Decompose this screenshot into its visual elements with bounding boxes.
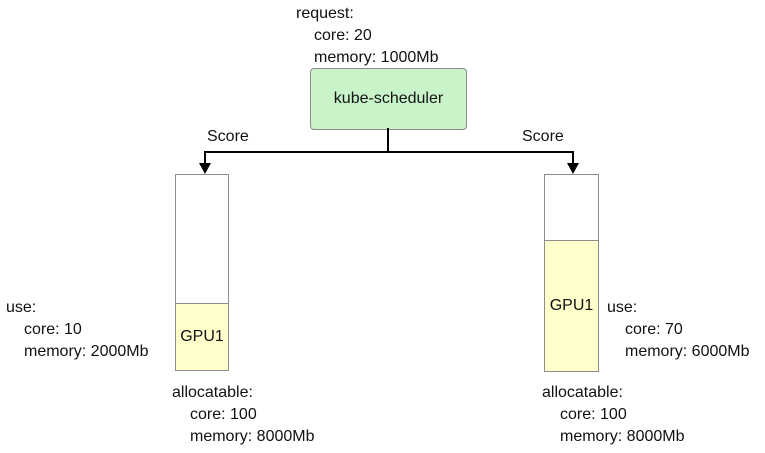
node-right-use-block: use: core: 70 memory: 6000Mb: [607, 297, 750, 363]
node-right-capacity-box: GPU1: [544, 174, 599, 372]
use-title: use:: [6, 299, 37, 316]
arrowhead-down-left-icon: [199, 163, 211, 174]
use-title: use:: [607, 299, 638, 316]
connector-horizontal-line: [204, 151, 574, 153]
node-left-gpu-usage-fill: GPU1: [176, 303, 228, 370]
use-core: core: 10: [24, 321, 82, 338]
request-memory: memory: 1000Mb: [314, 49, 439, 66]
allocatable-title: allocatable:: [172, 384, 253, 401]
score-label-right: Score: [522, 128, 564, 145]
node-left-use-block: use: core: 10 memory: 2000Mb: [6, 297, 149, 363]
allocatable-core: core: 100: [190, 406, 257, 423]
request-core: core: 20: [314, 27, 372, 44]
node-left-capacity-box: GPU1: [175, 174, 229, 371]
node-left-gpu-label: GPU1: [180, 328, 224, 346]
allocatable-memory: memory: 8000Mb: [560, 428, 685, 445]
request-title: request:: [296, 5, 354, 22]
score-label-left: Score: [207, 128, 249, 145]
kube-scheduler-node: kube-scheduler: [310, 68, 467, 130]
node-right-gpu-label: GPU1: [549, 296, 594, 314]
request-block: request: core: 20 memory: 1000Mb: [296, 3, 439, 69]
node-left-allocatable-block: allocatable: core: 100 memory: 8000Mb: [172, 382, 315, 448]
allocatable-title: allocatable:: [542, 384, 623, 401]
node-right-allocatable-block: allocatable: core: 100 memory: 8000Mb: [542, 382, 685, 448]
use-core: core: 70: [625, 321, 683, 338]
allocatable-memory: memory: 8000Mb: [190, 428, 315, 445]
connector-stem-line: [387, 128, 389, 153]
use-memory: memory: 2000Mb: [24, 343, 149, 360]
node-right-gpu-usage-fill: GPU1: [545, 239, 598, 371]
arrowhead-down-right-icon: [567, 163, 579, 174]
allocatable-core: core: 100: [560, 406, 627, 423]
use-memory: memory: 6000Mb: [625, 343, 750, 360]
connector-left-stub: [204, 151, 206, 165]
kube-scheduler-label: kube-scheduler: [333, 90, 444, 107]
connector-right-stub: [572, 151, 574, 165]
